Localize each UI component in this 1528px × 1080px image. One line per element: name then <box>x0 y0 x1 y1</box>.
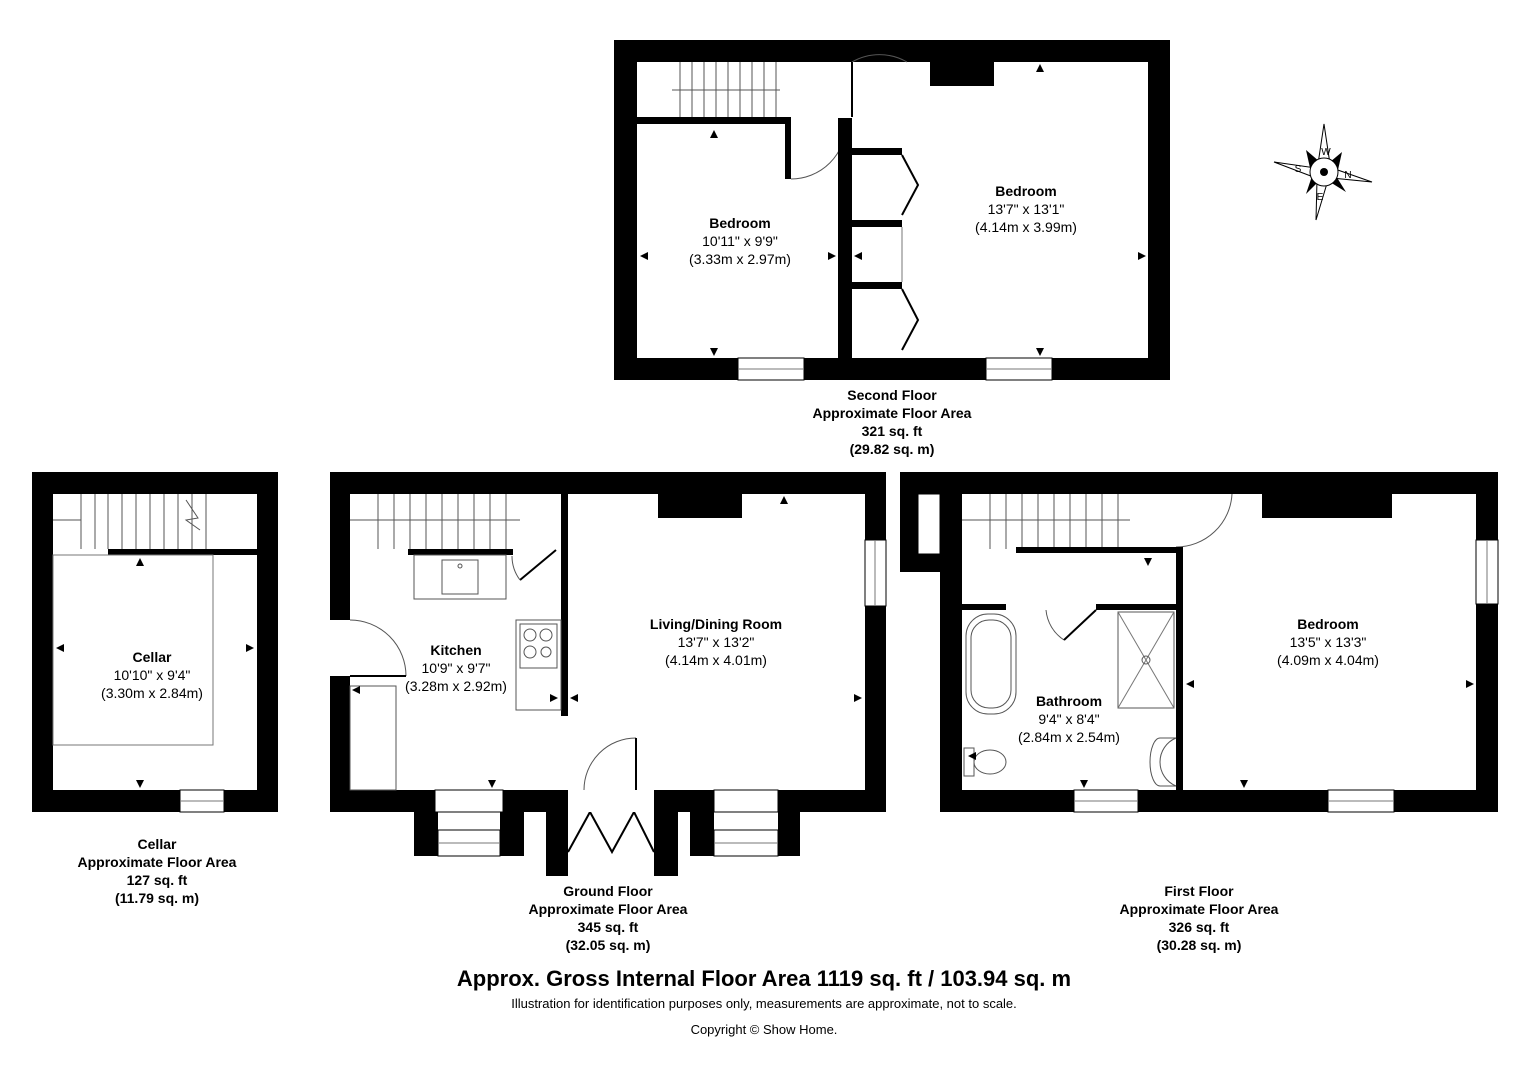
room-dimensions-imperial: 9'4" x 8'4" <box>1038 711 1100 727</box>
room-dimensions-imperial: 13'7" x 13'1" <box>987 201 1065 217</box>
room-label-second-bedroom-2: Bedroom 13'7" x 13'1" (4.14m x 3.99m) <box>975 182 1077 236</box>
room-name: Kitchen <box>430 642 482 658</box>
room-dimensions-metric: (3.28m x 2.92m) <box>405 678 507 694</box>
floor-area-sqm: (30.28 sq. m) <box>1156 937 1242 953</box>
floor-title: Second Floor <box>847 387 937 403</box>
floor-area-sqm: (11.79 sq. m) <box>114 890 200 906</box>
svg-text:E: E <box>1317 192 1324 203</box>
ground-floor-caption: Ground Floor Approximate Floor Area 345 … <box>529 882 688 954</box>
ground-floor-plan <box>330 472 887 876</box>
room-dimensions-metric: (4.14m x 3.99m) <box>975 219 1077 235</box>
svg-text:N: N <box>1344 170 1351 181</box>
room-dimensions-imperial: 10'11" x 9'9" <box>702 233 778 249</box>
floor-area-sqm: (29.82 sq. m) <box>849 441 935 457</box>
cellar-caption: Cellar Approximate Floor Area 127 sq. ft… <box>78 835 237 907</box>
room-dimensions-imperial: 10'10" x 9'4" <box>113 667 191 683</box>
room-dimensions-imperial: 13'7" x 13'2" <box>677 634 755 650</box>
room-name: Living/Dining Room <box>649 616 783 632</box>
room-name: Bathroom <box>1035 693 1103 709</box>
floor-area-label: Approximate Floor Area <box>1119 901 1279 917</box>
room-label-bathroom: Bathroom 9'4" x 8'4" (2.84m x 2.54m) <box>1018 692 1120 746</box>
room-label-cellar: Cellar 10'10" x 9'4" (3.30m x 2.84m) <box>101 648 203 702</box>
floor-area-sqft: 326 sq. ft <box>1168 919 1230 935</box>
floor-title: Ground Floor <box>563 883 653 899</box>
second-floor-plan <box>614 40 1170 381</box>
gross-internal-area: Approx. Gross Internal Floor Area 1119 s… <box>456 966 1072 991</box>
room-dimensions-metric: (2.84m x 2.54m) <box>1018 729 1120 745</box>
room-name: Cellar <box>132 649 172 665</box>
room-label-kitchen: Kitchen 10'9" x 9'7" (3.28m x 2.92m) <box>405 641 507 695</box>
floor-title: Cellar <box>137 836 177 852</box>
cellar-plan <box>32 472 278 813</box>
floor-area-sqft: 127 sq. ft <box>126 872 188 888</box>
room-name: Bedroom <box>709 215 771 231</box>
first-floor-plan <box>900 472 1499 813</box>
floor-area-sqm: (32.05 sq. m) <box>565 937 651 953</box>
room-dimensions-imperial: 10'9" x 9'7" <box>421 660 491 676</box>
room-name: Bedroom <box>995 183 1057 199</box>
room-label-first-bedroom: Bedroom 13'5" x 13'3" (4.09m x 4.04m) <box>1277 615 1379 669</box>
compass-rose-icon: W N E S <box>1273 123 1373 221</box>
room-label-second-bedroom-1: Bedroom 10'11" x 9'9" (3.33m x 2.97m) <box>689 214 791 268</box>
first-floor-caption: First Floor Approximate Floor Area 326 s… <box>1120 882 1279 954</box>
svg-text:W: W <box>1321 147 1331 158</box>
room-dimensions-metric: (4.14m x 4.01m) <box>665 652 767 668</box>
floor-area-label: Approximate Floor Area <box>528 901 688 917</box>
second-floor-caption: Second Floor Approximate Floor Area 321 … <box>813 386 972 458</box>
disclaimer: Illustration for identification purposes… <box>511 996 1017 1011</box>
svg-text:S: S <box>1295 164 1302 175</box>
room-name: Bedroom <box>1297 616 1359 632</box>
room-label-living-dining: Living/Dining Room 13'7" x 13'2" (4.14m … <box>650 615 782 669</box>
floor-area-sqft: 321 sq. ft <box>861 423 923 439</box>
floor-title: First Floor <box>1164 883 1234 899</box>
room-dimensions-metric: (4.09m x 4.04m) <box>1277 652 1379 668</box>
floor-area-label: Approximate Floor Area <box>812 405 972 421</box>
copyright: Copyright © Show Home. <box>690 1022 838 1037</box>
room-dimensions-imperial: 13'5" x 13'3" <box>1289 634 1367 650</box>
floor-area-sqft: 345 sq. ft <box>577 919 639 935</box>
room-dimensions-metric: (3.33m x 2.97m) <box>689 251 791 267</box>
floor-area-label: Approximate Floor Area <box>77 854 237 870</box>
room-dimensions-metric: (3.30m x 2.84m) <box>101 685 203 701</box>
